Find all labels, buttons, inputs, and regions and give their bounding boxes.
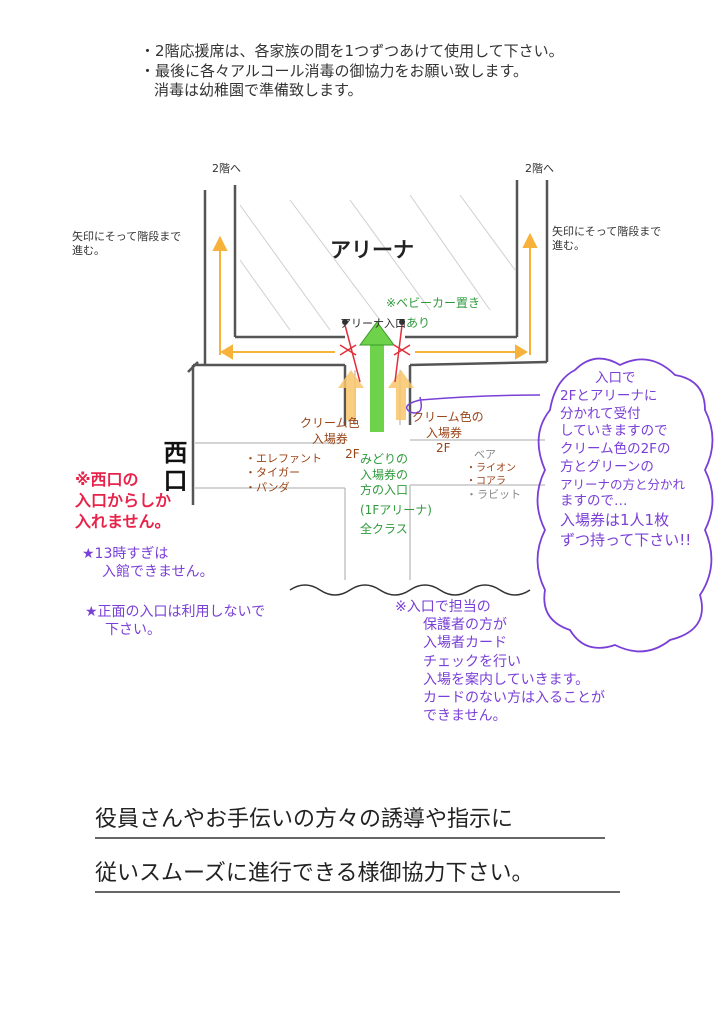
cream-ticket-left: クリーム色 入場券 2F — [300, 416, 360, 463]
cream-entry-arrows — [338, 370, 414, 420]
stroller-note: ※ベビーカー置き — [386, 296, 481, 310]
cloud-line: クリーム色の2Fの — [560, 441, 671, 458]
class-item: ・ライオン — [466, 463, 516, 475]
warning-line: ★13時すぎは — [82, 546, 169, 562]
classes-right: ベア ・ライオン ・コアラ ・ラビット — [466, 448, 521, 503]
cloud-line: 入場券は1人1枚 — [560, 511, 670, 530]
warning-line: ※西口の — [75, 470, 139, 489]
orange-route-arrows — [212, 232, 538, 360]
warning-line: ★正面の入口は利用しないで — [85, 604, 266, 620]
cloud-line: 分かれて受付 — [560, 405, 641, 422]
class-item: ・パンダ — [245, 480, 290, 494]
class-item: ・タイガー — [245, 466, 300, 480]
class-item: ベア — [474, 448, 496, 461]
card-note-line: 保護者の方が — [423, 617, 507, 634]
cream-right-floor: 2F — [436, 441, 451, 456]
card-note-line: 入場を案内していきます。 — [423, 671, 590, 688]
arena-entrance-suffix: あり — [406, 316, 431, 330]
cream-right-line: 入場券 — [426, 425, 463, 440]
classes-left: ・エレファント ・タイガー ・パンダ — [245, 452, 322, 495]
card-note-line: カードのない方は入ることが — [423, 689, 605, 706]
cloud-note: 入口で 2Fとアリーナに 分かれて受付 していきますので クリーム色の2Fの 方… — [560, 370, 691, 551]
west-only-warning: ※西口の 入口からしか 入れません。 — [75, 470, 171, 532]
west-entrance-label: 西口 — [159, 440, 187, 496]
cloud-bubble — [536, 357, 714, 653]
warning-line: 下さい。 — [105, 622, 161, 639]
closed-door-marks — [339, 319, 411, 383]
follow-arrow-left: 矢印にそって階段まで 進む。 — [72, 230, 181, 259]
follow-left-line: 矢印にそって階段まで — [72, 230, 182, 243]
stairs-left-label: 2階へ — [212, 162, 241, 175]
card-note-line: 入場者カード — [423, 635, 507, 652]
arena-label: アリーナ — [330, 238, 414, 262]
note-disinfectant-prepared: 消毒は幼稚園で準備致します。 — [154, 81, 363, 99]
follow-left-line: 進む。 — [72, 244, 105, 258]
green-entry-arrow — [359, 321, 395, 432]
cloud-line: 入口で — [595, 370, 636, 386]
cloud-line: していきますので — [560, 423, 668, 440]
green-line: 方の入口 — [360, 483, 409, 498]
wavy-boundary — [289, 584, 531, 596]
cloud-line: ずつ持って下さい!! — [560, 530, 692, 549]
class-item: ・エレファント — [245, 452, 322, 465]
cloud-line: 方とグリーンの — [560, 459, 654, 476]
front-entrance-warning: ★正面の入口は利用しないで 下さい。 — [85, 603, 265, 639]
green-ticket-entrance: みどりの 入場券の 方の入口 (1Fアリーナ) 全クラス — [360, 452, 432, 538]
callout-pointer — [405, 394, 541, 414]
card-note-line: できません。 — [423, 708, 507, 725]
after-13-warning: ★13時すぎは 入館できません。 — [82, 545, 214, 581]
stairs-right-label: 2階へ — [525, 162, 554, 175]
follow-arrow-right: 矢印にそって階段まで 進む。 — [552, 225, 661, 254]
arena-entrance-text: アリーナ入口 — [340, 317, 406, 330]
warning-line: 入れません。 — [75, 511, 171, 531]
cream-left-line: クリーム色 — [300, 416, 360, 430]
green-line: 入場券の — [360, 467, 409, 482]
cloud-line: アリーナの方と分かれ — [560, 476, 686, 492]
bottom-message-line-2: 従いスムーズに進行できる様御協力下さい。 — [95, 861, 534, 886]
follow-right-line: 進む。 — [552, 239, 585, 253]
warning-line: 入口からしか — [75, 490, 172, 510]
card-note-line: チェックを行い — [423, 653, 521, 670]
card-check-note: ※入口で担当の 保護者の方が 入場者カード チェックを行い 入場を案内していきま… — [395, 598, 605, 725]
note-seat-spacing: ・2階応援席は、各家族の間を1つずつあけて使用して下さい。 — [140, 42, 564, 60]
card-note-line: ※入口で担当の — [395, 599, 491, 615]
follow-right-line: 矢印にそって階段まで — [552, 225, 662, 238]
building-walls — [187, 180, 549, 505]
green-line: みどりの — [360, 452, 409, 466]
warning-line: 入館できません。 — [102, 564, 214, 581]
green-line: (1Fアリーナ) — [360, 502, 432, 517]
note-disinfection: ・最後に各々アルコール消毒の御協力をお願い致します。 — [140, 61, 529, 80]
cream-left-line: 入場券 — [311, 431, 348, 446]
class-item: ・コアラ — [466, 476, 506, 488]
arena-hatching — [239, 194, 516, 331]
cream-left-floor: 2F — [345, 447, 360, 462]
top-notes: ・2階応援席は、各家族の間を1つずつあけて使用して下さい。 ・最後に各々アルコー… — [140, 42, 564, 101]
arena-entrance-label: アリーナ入口あり — [340, 316, 430, 331]
bottom-message-line-1: 役員さんやお手伝いの方々の誘導や指示に — [95, 807, 514, 832]
cloud-line: 2Fとアリーナに — [560, 387, 658, 404]
cream-ticket-right: クリーム色の 入場券 2F — [412, 410, 484, 457]
green-line: 全クラス — [360, 522, 408, 537]
class-item: ・ラビット — [466, 488, 521, 502]
cream-right-line: クリーム色の — [412, 410, 484, 424]
cloud-line: ますので… — [560, 493, 628, 510]
